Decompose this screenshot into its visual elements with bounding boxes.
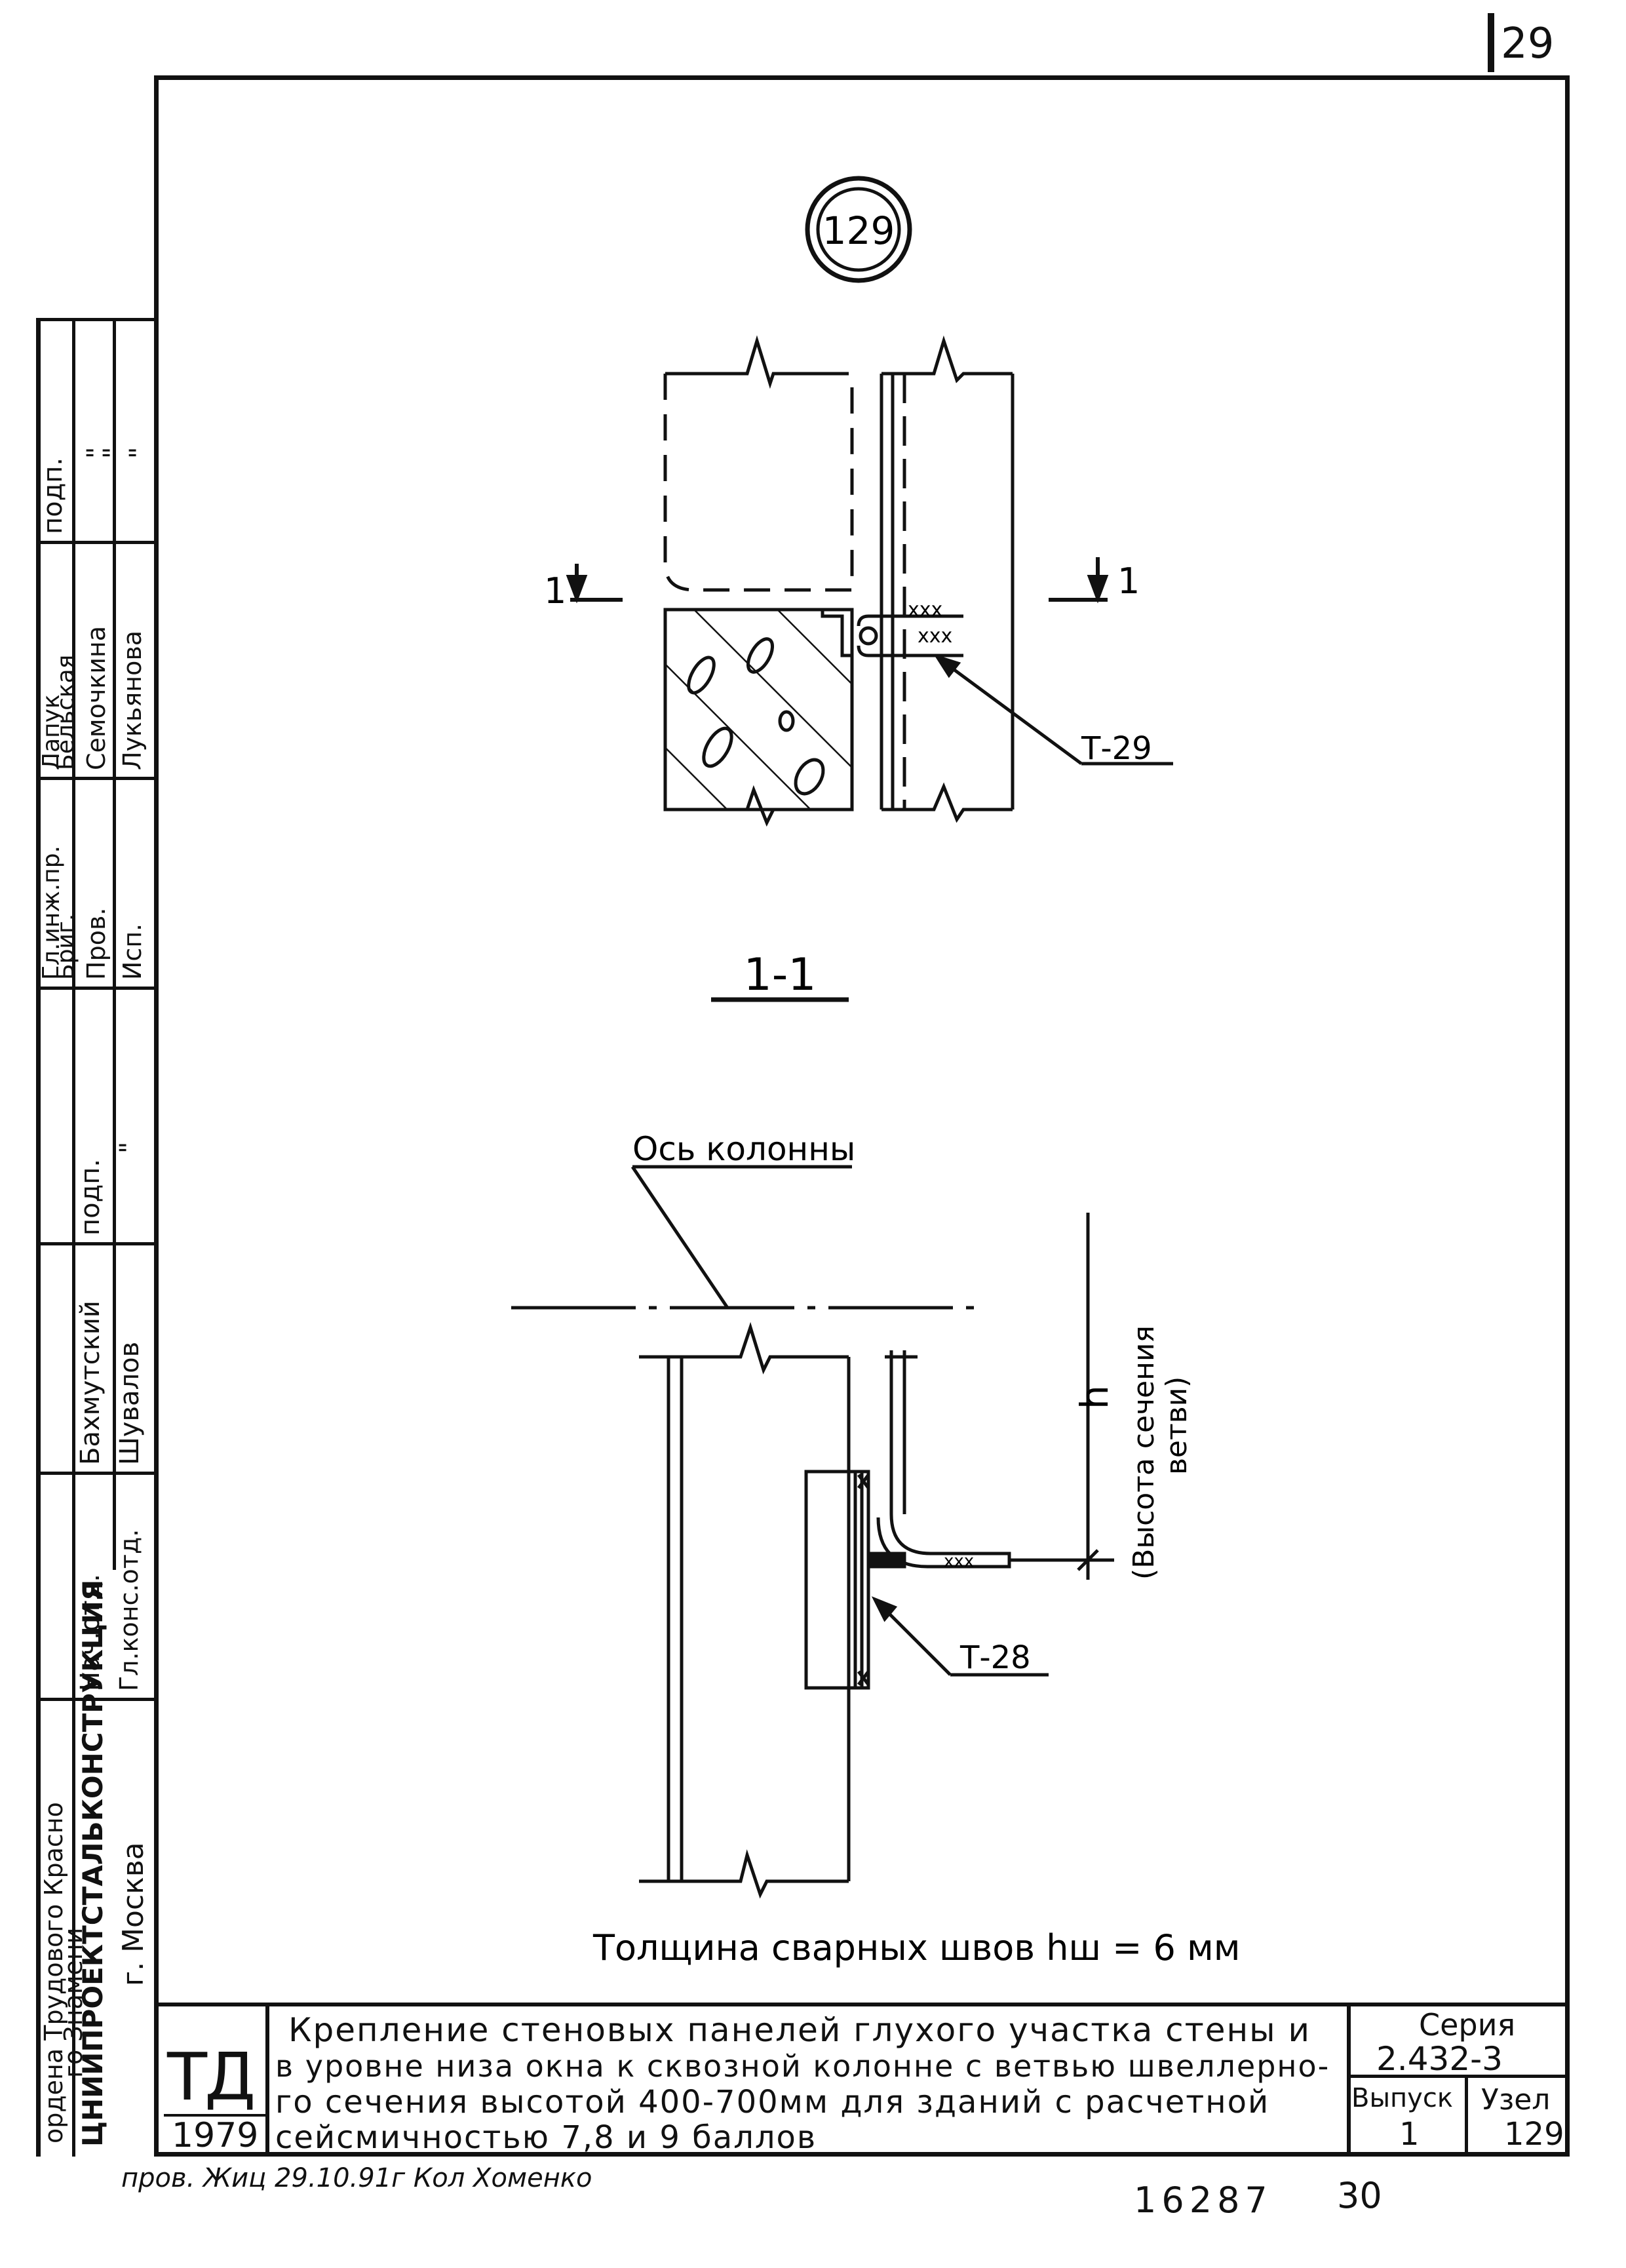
label-t29: Т-29 <box>1081 730 1152 767</box>
bottom-page: 30 <box>1337 2175 1382 2216</box>
node-label: Узел <box>1481 2083 1551 2117</box>
role-b-4: Исп. <box>118 923 147 980</box>
role-a-1: Нач.отд. <box>75 1573 106 1691</box>
section-title: 1-1 <box>743 949 816 1001</box>
h-symbol: h <box>1072 1385 1117 1409</box>
section-marker-left-label: 1 <box>544 570 566 612</box>
page-number-bar <box>1488 13 1494 72</box>
sign-a-header: подп. <box>75 1158 106 1236</box>
doc-code: ТД <box>167 2039 256 2115</box>
section-marker-right <box>1049 557 1109 604</box>
section-marker-left <box>566 564 623 604</box>
name-b-3: Семочкина <box>82 625 111 770</box>
sign-b-3: " <box>125 446 155 459</box>
issue-value: 1 <box>1399 2116 1420 2153</box>
t29-leader <box>933 654 1173 766</box>
weld-thickness-note: Толщина сварных швов hш = 6 мм <box>592 1927 1240 1968</box>
page-number: 29 <box>1501 20 1555 68</box>
series-label: Серия <box>1419 2007 1516 2043</box>
drawing-frame <box>154 75 1570 2157</box>
node-number: 129 <box>823 208 895 253</box>
role-b-3: Пров. <box>82 907 111 980</box>
name-b-4: Лукьянова <box>118 630 147 770</box>
role-a-2: Гл.конс.отд. <box>115 1529 144 1691</box>
org-line4: г. Москва <box>117 1842 150 1986</box>
issue-label: Выпуск <box>1351 2083 1453 2113</box>
lower-section <box>511 1165 1114 1899</box>
title-line4: сейсмичностью 7,8 и 9 баллов <box>275 2119 817 2156</box>
weld-marks-2: xxx <box>918 625 952 648</box>
t28-leader <box>871 1596 1049 1677</box>
label-t28: Т-28 <box>959 1639 1031 1676</box>
weld-marks-lower: xxx <box>944 1552 974 1571</box>
axis-label: Ось колонны <box>632 1130 855 1168</box>
title-line3: го сечения высотой 400-700мм для зданий … <box>275 2084 1270 2121</box>
title-line1: Крепление стеновых панелей глухого участ… <box>288 2011 1311 2049</box>
name-a-1: Бахмутский <box>75 1300 106 1465</box>
node-value: 129 <box>1504 2116 1564 2153</box>
h-caption-line2: ветви) <box>1160 1377 1193 1475</box>
name-a-2: Шувалов <box>115 1341 145 1465</box>
bottom-number: 16287 <box>1134 2180 1273 2221</box>
role-b-2: Бриг. <box>52 913 79 980</box>
upper-panel <box>663 335 854 811</box>
doc-year: 1979 <box>172 2116 259 2155</box>
footer-note: пров. Жиц 29.10.91г Кол Хоменко <box>121 2163 592 2193</box>
sign-a-1: " <box>115 1141 145 1154</box>
node-circle: 129 <box>805 176 912 283</box>
title-line2: в уровне низа окна к сквозной колонне с … <box>275 2048 1330 2084</box>
h-caption-line1: (Высота сечения <box>1127 1325 1161 1580</box>
sign-b-header: подп. <box>38 457 68 534</box>
name-b-2: Бельская <box>52 654 79 770</box>
section-marker-right-label: 1 <box>1117 560 1140 602</box>
weld-marks-1: xxx <box>908 598 942 621</box>
upper-column <box>665 335 1015 827</box>
series-value: 2.432-3 <box>1376 2040 1503 2078</box>
